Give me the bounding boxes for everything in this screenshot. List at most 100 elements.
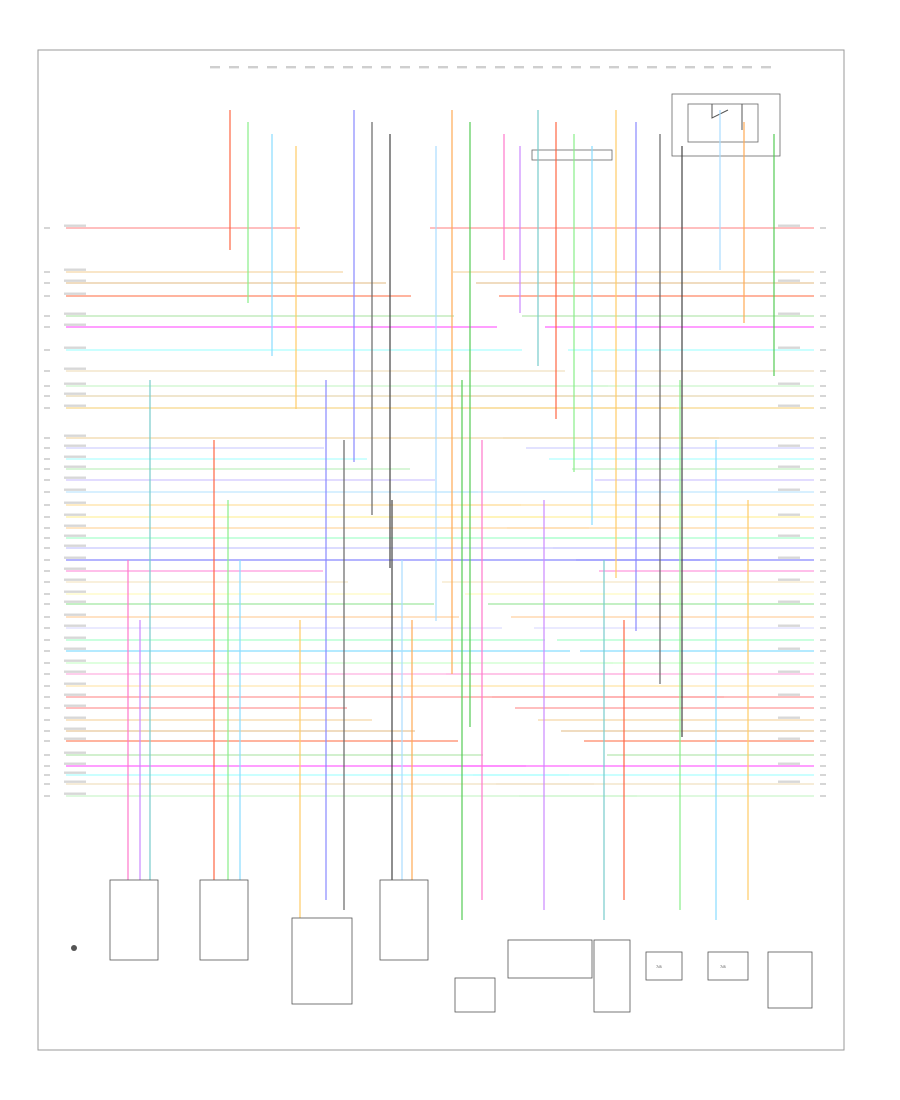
left-wire-code-mark [64,444,86,447]
top-component-label-mark [514,66,524,69]
left-wire-code-mark [64,544,86,547]
top-component-label-mark [533,66,543,69]
top-component-label-mark [267,66,277,69]
top-component-label-mark [362,66,372,69]
right-wire-code-mark [778,600,800,603]
right-wire-code-mark [778,513,800,516]
left-wire-code-mark [64,716,86,719]
top-component-label-mark [704,66,714,69]
top-component-label-mark [571,66,581,69]
left-wire-code-mark [64,382,86,385]
right-wire-code-mark [778,578,800,581]
sensor-connector-1 [109,879,159,961]
left-wire-code-mark [64,590,86,593]
left-wire-code-mark [64,312,86,315]
left-wire-code-mark [64,704,86,707]
horizontal-wire-buses [66,227,814,797]
top-component-label-mark [590,66,600,69]
top-component-label-mark [438,66,448,69]
right-wire-code-mark [778,224,800,227]
left-wire-code-mark [64,624,86,627]
right-wire-code-mark [778,488,800,491]
left-wire-code-mark [64,268,86,271]
right-wire-code-mark [778,624,800,627]
right-wire-code-mark [778,670,800,673]
top-component-label-mark [723,66,733,69]
top-component-label-mark [248,66,258,69]
left-wire-code-mark [64,780,86,783]
left-wire-code-mark [64,600,86,603]
left-wire-code-mark [64,534,86,537]
left-wire-code-mark [64,771,86,774]
top-component-label-mark [742,66,752,69]
left-wire-code-mark [64,751,86,754]
right-wire-code-mark [778,465,800,468]
sensor-connector-4 [379,879,429,961]
left-wire-code-mark [64,392,86,395]
left-wire-code-mark [64,636,86,639]
left-wire-code-mark [64,346,86,349]
top-component-label-mark [761,66,771,69]
top-component-label-mark [229,66,239,69]
right-wire-code-mark [778,693,800,696]
left-wire-code-mark [64,367,86,370]
left-wire-code-mark [64,727,86,730]
left-wire-code-mark [64,224,86,227]
relay-switch-symbol [711,104,743,130]
right-wire-code-mark [778,404,800,407]
right-wire-code-mark [778,312,800,315]
left-wire-code-mark [64,567,86,570]
right-wire-code-mark [778,737,800,740]
right-wire-code-mark [778,762,800,765]
sensor-connector-2 [199,879,249,961]
right-wire-code-mark [778,716,800,719]
solenoid-1 [645,951,683,981]
solenoid-2-code: 7/8 [720,964,726,969]
right-wire-code-mark [778,444,800,447]
left-wire-code-mark [64,501,86,504]
left-wire-code-mark [64,465,86,468]
top-component-label-mark [210,66,220,69]
module-connector-a [593,939,631,1013]
solenoid-1-code: 7/8 [656,964,662,969]
top-component-label-mark [286,66,296,69]
top-component-label-mark [552,66,562,69]
right-wire-code-mark [778,534,800,537]
diagram-frame [37,49,845,1051]
left-wire-code-mark [64,693,86,696]
right-wire-code-mark [778,279,800,282]
top-component-label-mark [419,66,429,69]
vertical-wire-runs [127,110,775,920]
top-component-label-mark [647,66,657,69]
top-component-label-mark [400,66,410,69]
fuel-pump-module [507,939,593,979]
left-wire-code-mark [64,434,86,437]
left-wire-code-mark [64,323,86,326]
ground-symbol [71,945,77,951]
left-wire-code-mark [64,455,86,458]
bottom-components: 7/8 7/8 [71,879,813,1013]
left-wire-code-mark [64,578,86,581]
left-wire-code-mark [64,556,86,559]
connector-pin-markers [44,66,826,797]
ground-connector [454,977,496,1013]
top-component-label-mark [609,66,619,69]
right-wire-code-mark [778,346,800,349]
top-connector-group [531,93,781,161]
left-wire-code-mark [64,762,86,765]
top-component-label-mark [305,66,315,69]
solenoid-2 [707,951,749,981]
right-wire-code-mark [778,382,800,385]
top-component-label-mark [324,66,334,69]
top-component-label-mark [628,66,638,69]
right-wire-code-mark [778,556,800,559]
sensor-connector-3 [291,917,353,1005]
left-wire-code-mark [64,659,86,662]
left-wire-code-mark [64,279,86,282]
left-wire-code-mark [64,404,86,407]
left-wire-code-mark [64,792,86,795]
left-wire-code-mark [64,488,86,491]
left-wire-code-mark [64,513,86,516]
top-component-label-mark [457,66,467,69]
